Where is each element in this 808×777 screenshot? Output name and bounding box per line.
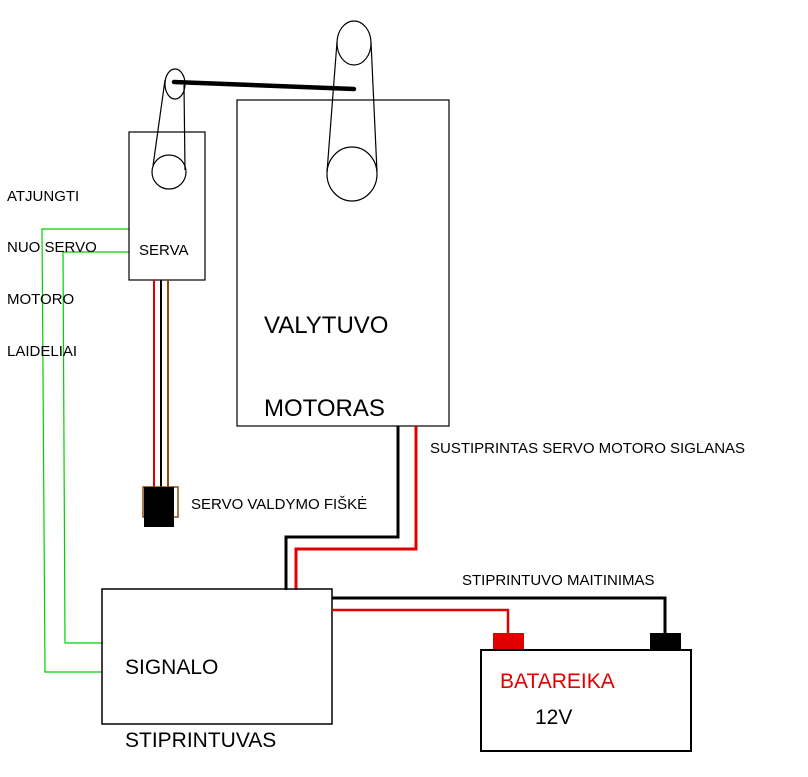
disconnect-note: ATJUNGTI NUO SERVO MOTORO LAIDELIAI xyxy=(7,153,97,377)
motor-top-pulley xyxy=(336,20,372,66)
motor-belt-right xyxy=(370,41,378,173)
disconnect-note-line: LAIDELIAI xyxy=(7,342,78,360)
battery-negative-terminal xyxy=(650,633,681,650)
disconnect-note-line: ATJUNGTI xyxy=(7,187,80,205)
battery-box xyxy=(480,649,692,752)
amplifier-box xyxy=(101,588,333,725)
servo-connector-label: SERVO VALDYMO FIŠKĖ xyxy=(191,496,368,513)
battery-voltage: 12V xyxy=(535,706,573,729)
amplifier-label: SIGNALO STIPRINTUVAS xyxy=(125,608,276,777)
amplified-signal-label: SUSTIPRINTAS SERVO MOTORO SIGLANAS xyxy=(430,440,746,457)
servo-connector-body xyxy=(144,487,174,527)
motor-bottom-pulley xyxy=(326,146,378,202)
servo-lead-wire-2 xyxy=(62,251,129,644)
amplifier-power-label: STIPRINTUVO MAITINIMAS xyxy=(462,572,655,589)
disconnect-note-line: NUO SERVO xyxy=(7,239,97,257)
wiper-motor-label-line: VALYTUVO xyxy=(264,312,389,340)
wiper-motor-label: VALYTUVO MOTORAS xyxy=(264,257,388,450)
servo-belt-left xyxy=(152,79,166,167)
power-wire-red xyxy=(332,608,510,636)
servo-drive-pulley xyxy=(151,154,187,190)
motor-belt-left xyxy=(326,41,338,173)
wiper-motor-label-line: MOTORAS xyxy=(264,394,385,422)
servo-belt-right xyxy=(183,84,186,171)
linkage-rod xyxy=(171,79,357,92)
disconnect-note-line: MOTORO xyxy=(7,291,75,308)
wiper-motor-box xyxy=(236,99,450,427)
servo-label: SERVA xyxy=(139,242,189,259)
signal-wire-black xyxy=(284,426,400,590)
amplifier-label-line: STIPRINTUVAS xyxy=(125,728,277,752)
amplifier-label-line: SIGNALO xyxy=(125,656,219,680)
battery-label: BATAREIKA xyxy=(500,670,615,693)
battery-positive-terminal xyxy=(493,633,524,650)
power-wire-black xyxy=(332,596,667,636)
signal-wire-red xyxy=(294,426,418,590)
servo-lead-wire-1 xyxy=(41,228,129,673)
